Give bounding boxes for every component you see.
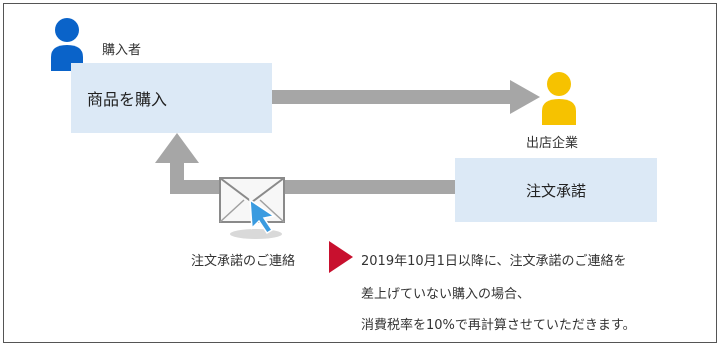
notice-line-2: 差上げていない購入の場合、 [361, 287, 531, 302]
buyer-role-label: 購入者 [102, 43, 142, 58]
cursor-arrow-icon [249, 198, 276, 235]
acceptance-arrow [155, 133, 455, 194]
triangle-right-icon [329, 241, 353, 273]
purchase-arrow [272, 80, 540, 114]
purchase-label: 商品を購入 [87, 90, 168, 109]
envelope-icon [219, 177, 285, 239]
notice-line-3: 消費税率を10%で再計算させていただきます。 [361, 318, 636, 333]
purchase-box: 商品を購入 [71, 63, 272, 133]
seller-person-icon [542, 72, 576, 125]
seller-role-label: 出店企業 [526, 136, 579, 151]
order-acceptance-box: 注文承諾 [455, 158, 657, 222]
mail-label: 注文承諾のご連絡 [191, 254, 296, 269]
order-acceptance-label: 注文承諾 [525, 181, 586, 200]
flow-arrows [155, 80, 540, 194]
notice-line-1: 2019年10月1日以降に、注文承諾のご連絡を [361, 254, 627, 269]
